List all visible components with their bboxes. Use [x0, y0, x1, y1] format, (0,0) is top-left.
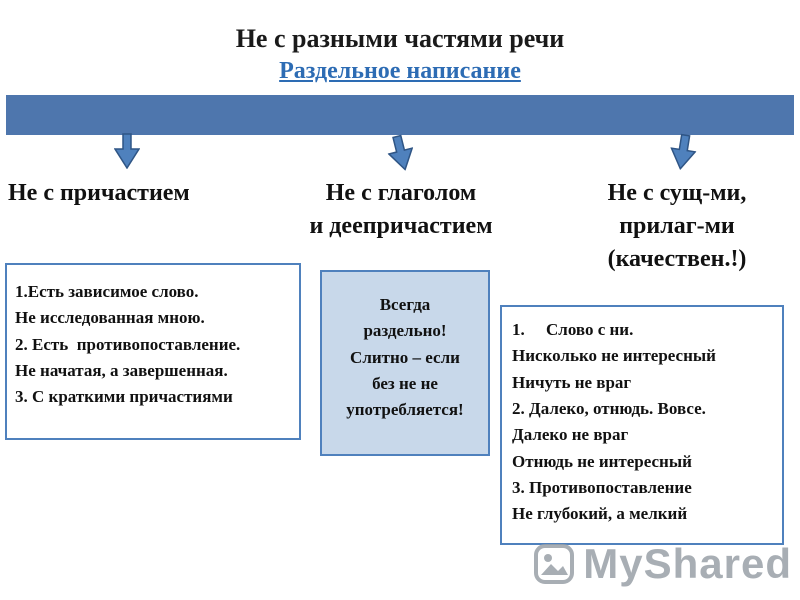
blue-bar	[6, 95, 794, 135]
down-arrow-icon	[670, 133, 697, 171]
rules-box-noun-adjective: 1. Слово с ни. Нисколько не интересный Н…	[500, 305, 784, 545]
column-header-verb: Не с глаголом и деепричастием	[309, 180, 493, 240]
down-arrow-icon	[387, 134, 414, 171]
page-title: Не с разными частями речи	[235, 24, 565, 53]
column-header-participle: Не с причастием	[8, 180, 190, 206]
rules-box-participle: 1.Есть зависимое слово. Не исследованная…	[5, 263, 301, 440]
rules-box-verb: Всегда раздельно! Слитно – если без не н…	[320, 270, 490, 456]
watermark-label: MyShared	[583, 540, 792, 587]
column-header-noun-adjective: Не с сущ-ми, прилаг-ми (качествен.!)	[607, 180, 747, 273]
subtitle-link[interactable]: Раздельное написание	[279, 58, 521, 84]
down-arrow-icon	[114, 133, 140, 169]
myshared-logo-icon	[534, 544, 575, 584]
watermark: MyShared	[533, 540, 792, 588]
